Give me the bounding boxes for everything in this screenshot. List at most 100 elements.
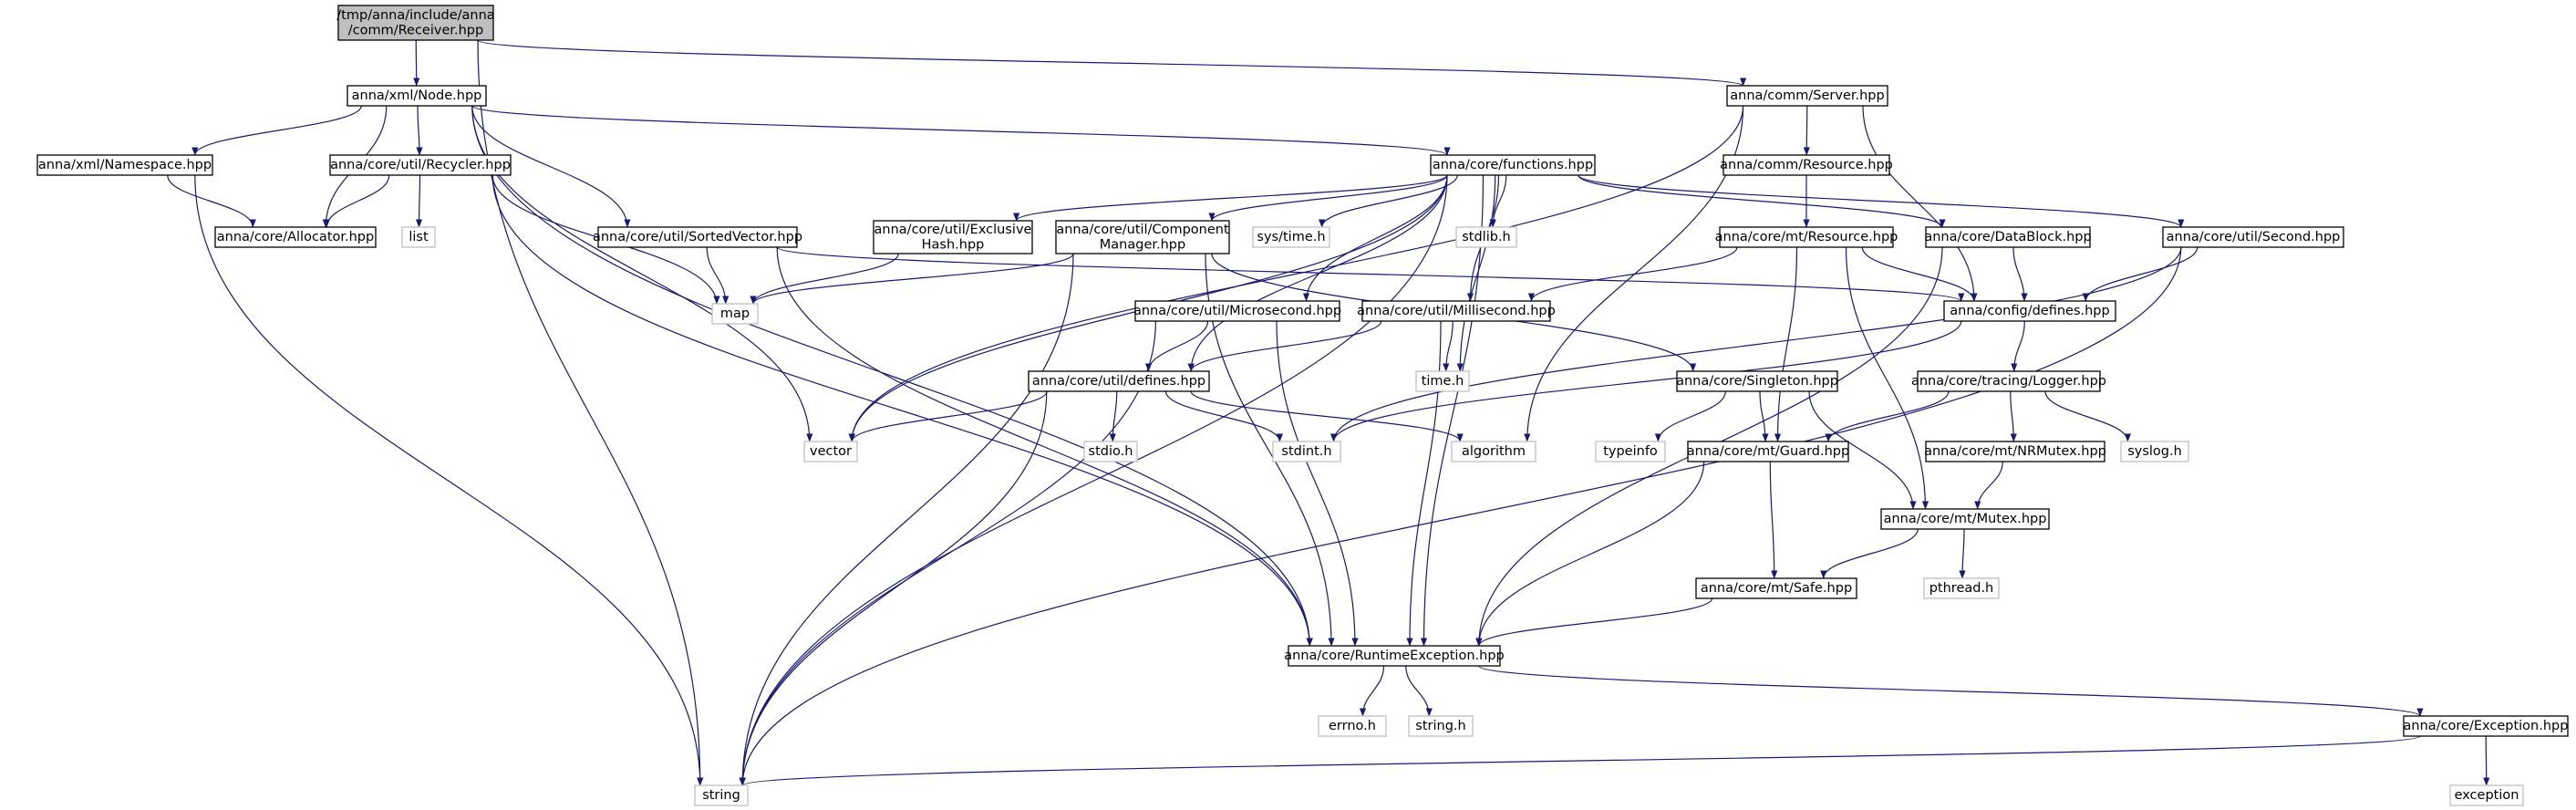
edge-exclusivehash-to-map [750, 253, 899, 305]
edge-nrmutex-to-mutex [1974, 461, 2003, 510]
edge-xml_node-to-namespace [191, 105, 362, 156]
edge-guard-to-runtimeexception [1475, 461, 1705, 647]
node-label: anna/core/mt/Guard.hpp [1687, 444, 1849, 459]
node-mutex[interactable]: anna/core/mt/Mutex.hpp [1880, 508, 2050, 530]
node-singleton[interactable]: anna/core/Singleton.hpp [1676, 370, 1838, 392]
node-box [597, 226, 798, 248]
node-label: vector [810, 444, 852, 459]
edge-logger-to-guard [1825, 390, 1950, 442]
node-datablock[interactable]: anna/core/DataBlock.hpp [1924, 226, 2092, 248]
edge-runtimeexception-to-errno [1359, 665, 1385, 717]
edge-functions-to-datablock [1578, 174, 1946, 228]
node-label: pthread.h [1929, 581, 1994, 596]
node-resource[interactable]: anna/comm/Resource.hpp [1720, 154, 1893, 176]
edge-xml_node-to-vector [471, 105, 813, 442]
node-millisecond[interactable]: anna/core/util/Millisecond.hpp [1357, 300, 1556, 322]
node-errno: errno.h [1318, 715, 1387, 737]
node-box [1408, 715, 1474, 737]
node-box [1134, 300, 1340, 322]
node-server[interactable]: anna/comm/Server.hpp [1726, 85, 1888, 107]
node-label: map [720, 306, 750, 321]
node-configdefines[interactable]: anna/config/defines.hpp [1943, 300, 2116, 322]
node-typeinfo: typeinfo [1595, 441, 1666, 462]
node-box [803, 441, 858, 462]
edge-server-to-vector [848, 105, 1744, 442]
edge-second-to-stdint [1330, 246, 2182, 442]
edge-singleton-to-mutex [1808, 390, 1917, 510]
node-box [36, 154, 213, 176]
node-label: anna/core/util/SortedVector.hpp [593, 230, 802, 244]
node-namespace[interactable]: anna/xml/Namespace.hpp [36, 154, 213, 176]
edge-exception_hpp-to-string [740, 735, 2421, 786]
node-label: anna/core/util/Microsecond.hpp [1133, 304, 1341, 318]
node-xml_node[interactable]: anna/xml/Node.hpp [347, 85, 487, 107]
edge-functions-to-systime [1319, 174, 1458, 228]
node-stdio: stdio.h [1083, 441, 1138, 462]
edge-namespace-to-allocator [167, 174, 256, 228]
node-mtresource[interactable]: anna/core/mt/Resource.hpp [1715, 226, 1898, 248]
node-microsecond[interactable]: anna/core/util/Microsecond.hpp [1133, 300, 1341, 322]
node-label: anna/core/util/Second.hpp [2167, 230, 2341, 244]
node-box [1925, 441, 2105, 462]
edge-runtimeexception-to-exception_hpp [1478, 665, 2424, 717]
node-box [2162, 226, 2344, 248]
node-stdint: stdint.h [1272, 441, 1341, 462]
edge-namespace-to-string [194, 174, 704, 786]
node-second[interactable]: anna/core/util/Second.hpp [2162, 226, 2344, 248]
node-stdlib: stdlib.h [1455, 226, 1517, 248]
edge-mutex-to-safe [1820, 528, 1919, 579]
node-sortedvector[interactable]: anna/core/util/SortedVector.hpp [593, 226, 802, 248]
node-label: anna/core/RuntimeException.hpp [1284, 649, 1504, 663]
node-utildefines[interactable]: anna/core/util/defines.hpp [1028, 370, 1210, 392]
node-box [1430, 154, 1596, 176]
node-label: anna/core/mt/NRMutex.hpp [1924, 444, 2106, 459]
node-label: anna/core/Exception.hpp [2404, 719, 2569, 733]
edge-layer [167, 39, 2490, 786]
node-label: anna/core/util/Millisecond.hpp [1357, 304, 1556, 318]
edge-functions-to-second [1578, 174, 2185, 228]
node-box [1695, 577, 1857, 599]
node-label: list [409, 230, 429, 244]
edge-utildefines-to-stdint [1164, 390, 1283, 442]
node-allocator[interactable]: anna/core/Allocator.hpp [214, 226, 377, 248]
node-label: anna/comm/Server.hpp [1730, 88, 1884, 103]
node-box [337, 5, 494, 41]
edge-functions-to-microsecond [1302, 174, 1448, 302]
edge-mtresource-to-millisecond [1527, 246, 1738, 302]
node-functions[interactable]: anna/core/functions.hpp [1430, 154, 1596, 176]
edge-utildefines-to-algorithm [1190, 390, 1464, 442]
edge-xml_node-to-sortedvector [471, 105, 631, 228]
node-runtimeexception[interactable]: anna/core/RuntimeException.hpp [1284, 645, 1505, 667]
node-exception_hpp[interactable]: anna/core/Exception.hpp [2403, 715, 2569, 737]
node-box [1595, 441, 1666, 462]
node-box [1272, 441, 1341, 462]
edge-server-to-resource [1803, 105, 1810, 156]
node-guard[interactable]: anna/core/mt/Guard.hpp [1687, 441, 1849, 462]
node-box [1917, 370, 2101, 392]
node-receiver[interactable]: /tmp/anna/include/anna/comm/Receiver.hpp [336, 5, 495, 41]
edge-mtresource-to-guard [1774, 246, 1798, 442]
node-vector: vector [803, 441, 858, 462]
node-list: list [401, 226, 436, 248]
node-pthread: pthread.h [1923, 577, 2000, 599]
node-logger[interactable]: anna/core/tracing/Logger.hpp [1911, 370, 2106, 392]
edge-safe-to-runtimeexception [1475, 597, 1713, 647]
edge-sortedvector-to-configdefines [776, 246, 1964, 302]
node-label: anna/core/tracing/Logger.hpp [1911, 374, 2106, 389]
node-layer: /tmp/anna/include/anna/comm/Receiver.hpp… [36, 5, 2569, 806]
node-label: algorithm [1462, 444, 1526, 459]
edge-millisecond-to-timeh [1443, 320, 1454, 372]
node-safe[interactable]: anna/core/mt/Safe.hpp [1695, 577, 1857, 599]
node-string: string [694, 784, 749, 806]
edge-functions-to-stdlib [1489, 174, 1507, 228]
edge-microsecond-to-utildefines [1144, 320, 1209, 372]
node-label: anna/xml/Node.hpp [352, 88, 482, 103]
node-recycler[interactable]: anna/core/util/Recycler.hpp [329, 154, 512, 176]
node-nrmutex[interactable]: anna/core/mt/NRMutex.hpp [1924, 441, 2106, 462]
edge-exception_hpp-to-exception [2483, 735, 2490, 786]
node-label: anna/core/util/Recycler.hpp [330, 158, 511, 172]
node-label: typeinfo [1603, 444, 1658, 459]
edge-functions-to-runtimeexception [1420, 174, 1485, 647]
